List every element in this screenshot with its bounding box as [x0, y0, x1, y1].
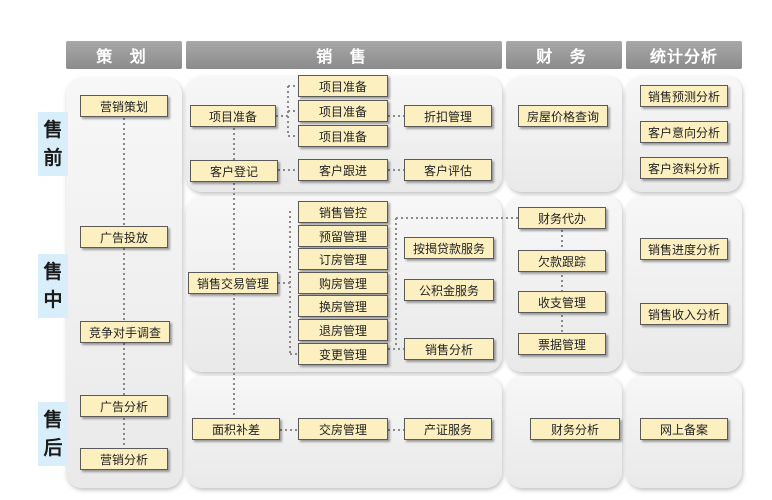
- box-competitor-research: 竞争对手调查: [80, 321, 170, 343]
- panel-analysis-mid: [626, 196, 742, 372]
- box-sales-income: 销售收入分析: [640, 303, 728, 325]
- panel-finance-pre: [506, 76, 622, 192]
- box-project-prep-sub-3: 项目准备: [298, 125, 388, 147]
- box-mortgage-service: 按揭贷款服务: [404, 237, 494, 259]
- box-sales-analysis: 销售分析: [404, 338, 494, 360]
- box-area-adjustment: 面积补差: [192, 418, 280, 440]
- row-label-pre-1: 售: [43, 119, 63, 141]
- box-customer-register: 客户登记: [190, 160, 278, 182]
- row-label-pre: 售 前: [38, 112, 68, 176]
- column-header-analysis: 统计分析: [626, 41, 742, 69]
- row-label-post-1: 售: [43, 409, 63, 431]
- box-arrears-tracking: 欠款跟踪: [518, 250, 606, 272]
- column-header-finance: 财 务: [506, 41, 622, 69]
- box-certificate-service: 产证服务: [404, 418, 492, 440]
- column-header-sales: 销 售: [186, 41, 502, 69]
- box-marketing-analysis: 营销分析: [80, 448, 168, 470]
- box-provident-fund-service: 公积金服务: [404, 279, 494, 301]
- box-ad-placement: 广告投放: [80, 226, 168, 248]
- box-invoice-mgmt: 票据管理: [518, 333, 606, 355]
- row-label-mid-1: 售: [43, 261, 63, 283]
- box-finance-agency: 财务代办: [518, 207, 606, 229]
- box-customer-evaluation: 客户评估: [404, 159, 492, 181]
- row-label-post-2: 后: [43, 437, 63, 459]
- box-sales-progress: 销售进度分析: [640, 238, 728, 260]
- row-label-post: 售 后: [38, 402, 68, 466]
- box-project-prep-sub-2: 项目准备: [298, 100, 388, 122]
- box-project-prep: 项目准备: [190, 105, 276, 127]
- box-sales-forecast: 销售预测分析: [640, 85, 728, 107]
- box-sales-mid-sub-1: 销售管控: [298, 201, 388, 223]
- box-online-filing: 网上备案: [640, 418, 728, 440]
- box-sales-mid-sub-7: 变更管理: [298, 343, 388, 365]
- box-sales-mid-sub-5: 换房管理: [298, 295, 388, 317]
- box-ad-analysis: 广告分析: [80, 395, 168, 417]
- box-sales-mid-sub-6: 退房管理: [298, 319, 388, 341]
- row-label-pre-2: 前: [43, 147, 63, 169]
- box-customer-followup: 客户跟进: [298, 159, 388, 181]
- box-customer-data: 客户资料分析: [640, 157, 728, 179]
- box-sales-mid-sub-3: 订房管理: [298, 248, 388, 270]
- box-sales-mid-sub-4: 购房管理: [298, 272, 388, 294]
- box-sales-mid-sub-2: 预留管理: [298, 225, 388, 247]
- box-discount-mgmt: 折扣管理: [404, 105, 492, 127]
- box-handover-mgmt: 交房管理: [298, 418, 388, 440]
- box-customer-intent: 客户意向分析: [640, 121, 728, 143]
- box-transaction-mgmt: 销售交易管理: [188, 272, 278, 294]
- row-label-mid: 售 中: [38, 254, 68, 318]
- box-finance-analysis: 财务分析: [530, 418, 620, 440]
- row-label-mid-2: 中: [43, 289, 63, 311]
- box-price-query: 房屋价格查询: [518, 105, 608, 127]
- box-project-prep-sub-1: 项目准备: [298, 75, 388, 97]
- box-marketing-plan: 营销策划: [80, 95, 168, 117]
- column-header-plan: 策 划: [66, 41, 182, 69]
- box-income-expense-mgmt: 收支管理: [518, 291, 606, 313]
